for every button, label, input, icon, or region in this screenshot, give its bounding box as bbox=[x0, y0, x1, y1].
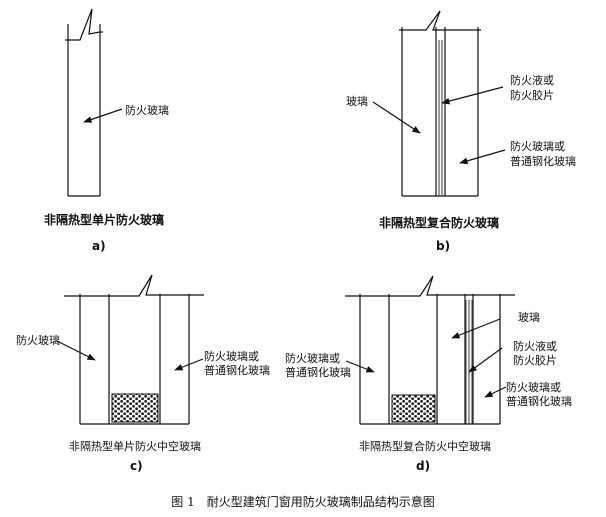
panel-c-label-right-1: 防火玻璃或 bbox=[204, 350, 259, 363]
panel-b-label-glass: 玻璃 bbox=[346, 95, 368, 108]
panel-d-leader-left bbox=[345, 360, 375, 373]
panel-d-label-interlayer-1: 防火液或 bbox=[513, 340, 557, 353]
panel-a-leader bbox=[83, 108, 123, 123]
panel-c-leader-right bbox=[174, 358, 204, 371]
panel-b-pane bbox=[399, 10, 481, 197]
panel-d-leader-interlayer bbox=[468, 347, 503, 373]
panel-d-spacer bbox=[391, 394, 436, 423]
panel-d-label-left-1: 防火玻璃或 bbox=[285, 352, 340, 365]
panel-d-label-right-2: 普通钢化玻璃 bbox=[506, 395, 572, 408]
panel-d-leader-middle bbox=[451, 318, 501, 339]
panel-b-leader-outer bbox=[459, 149, 506, 165]
panel-d-title: 非隔热型复合防火中空玻璃 bbox=[359, 440, 491, 453]
panel-b-label-outer-1: 防火玻璃或 bbox=[510, 140, 565, 153]
panel-d-label-interlayer-2: 防火胶片 bbox=[513, 354, 557, 367]
panel-d-label-right-1: 防火玻璃或 bbox=[506, 381, 561, 394]
panel-a-title: 非隔热型单片防火玻璃 bbox=[44, 213, 165, 227]
figure-caption: 图 1 耐火型建筑门窗用防火玻璃制品结构示意图 bbox=[171, 495, 435, 509]
panel-a-label-glass: 防火玻璃 bbox=[125, 104, 169, 117]
panel-b-label-interlayer-2: 防火胶片 bbox=[510, 89, 554, 102]
panel-b-interlayer bbox=[436, 40, 445, 196]
panel-d-leader-right bbox=[484, 386, 507, 398]
panel-d-label-left-2: 普通钢化玻璃 bbox=[285, 366, 351, 379]
panel-c-pane bbox=[64, 274, 204, 425]
panel-b-leader-interlayer bbox=[441, 86, 504, 105]
panel-d-interlayer bbox=[465, 300, 473, 424]
panel-c-label-left: 防火玻璃 bbox=[16, 334, 60, 347]
panel-b-letter: b) bbox=[436, 239, 451, 253]
panel-c-title: 非隔热型单片防火中空玻璃 bbox=[69, 440, 201, 453]
panel-c-spacer bbox=[111, 393, 159, 423]
panel-d-pane bbox=[345, 275, 515, 425]
panel-b-label-interlayer-1: 防火液或 bbox=[510, 74, 554, 87]
panel-b-label-outer-2: 普通钢化玻璃 bbox=[510, 155, 576, 168]
panel-b-title: 非隔热型复合防火玻璃 bbox=[379, 216, 500, 230]
panel-c-letter: c) bbox=[130, 459, 143, 473]
panel-d-letter: d) bbox=[416, 459, 431, 473]
panel-b-leader-glass bbox=[372, 101, 421, 134]
panel-a-letter: a) bbox=[92, 239, 106, 253]
panel-d-label-glass: 玻璃 bbox=[518, 311, 540, 324]
panel-a-pane bbox=[65, 8, 103, 197]
panel-c-label-right-2: 普通钢化玻璃 bbox=[204, 364, 270, 377]
panel-c-leader-left bbox=[56, 340, 96, 361]
